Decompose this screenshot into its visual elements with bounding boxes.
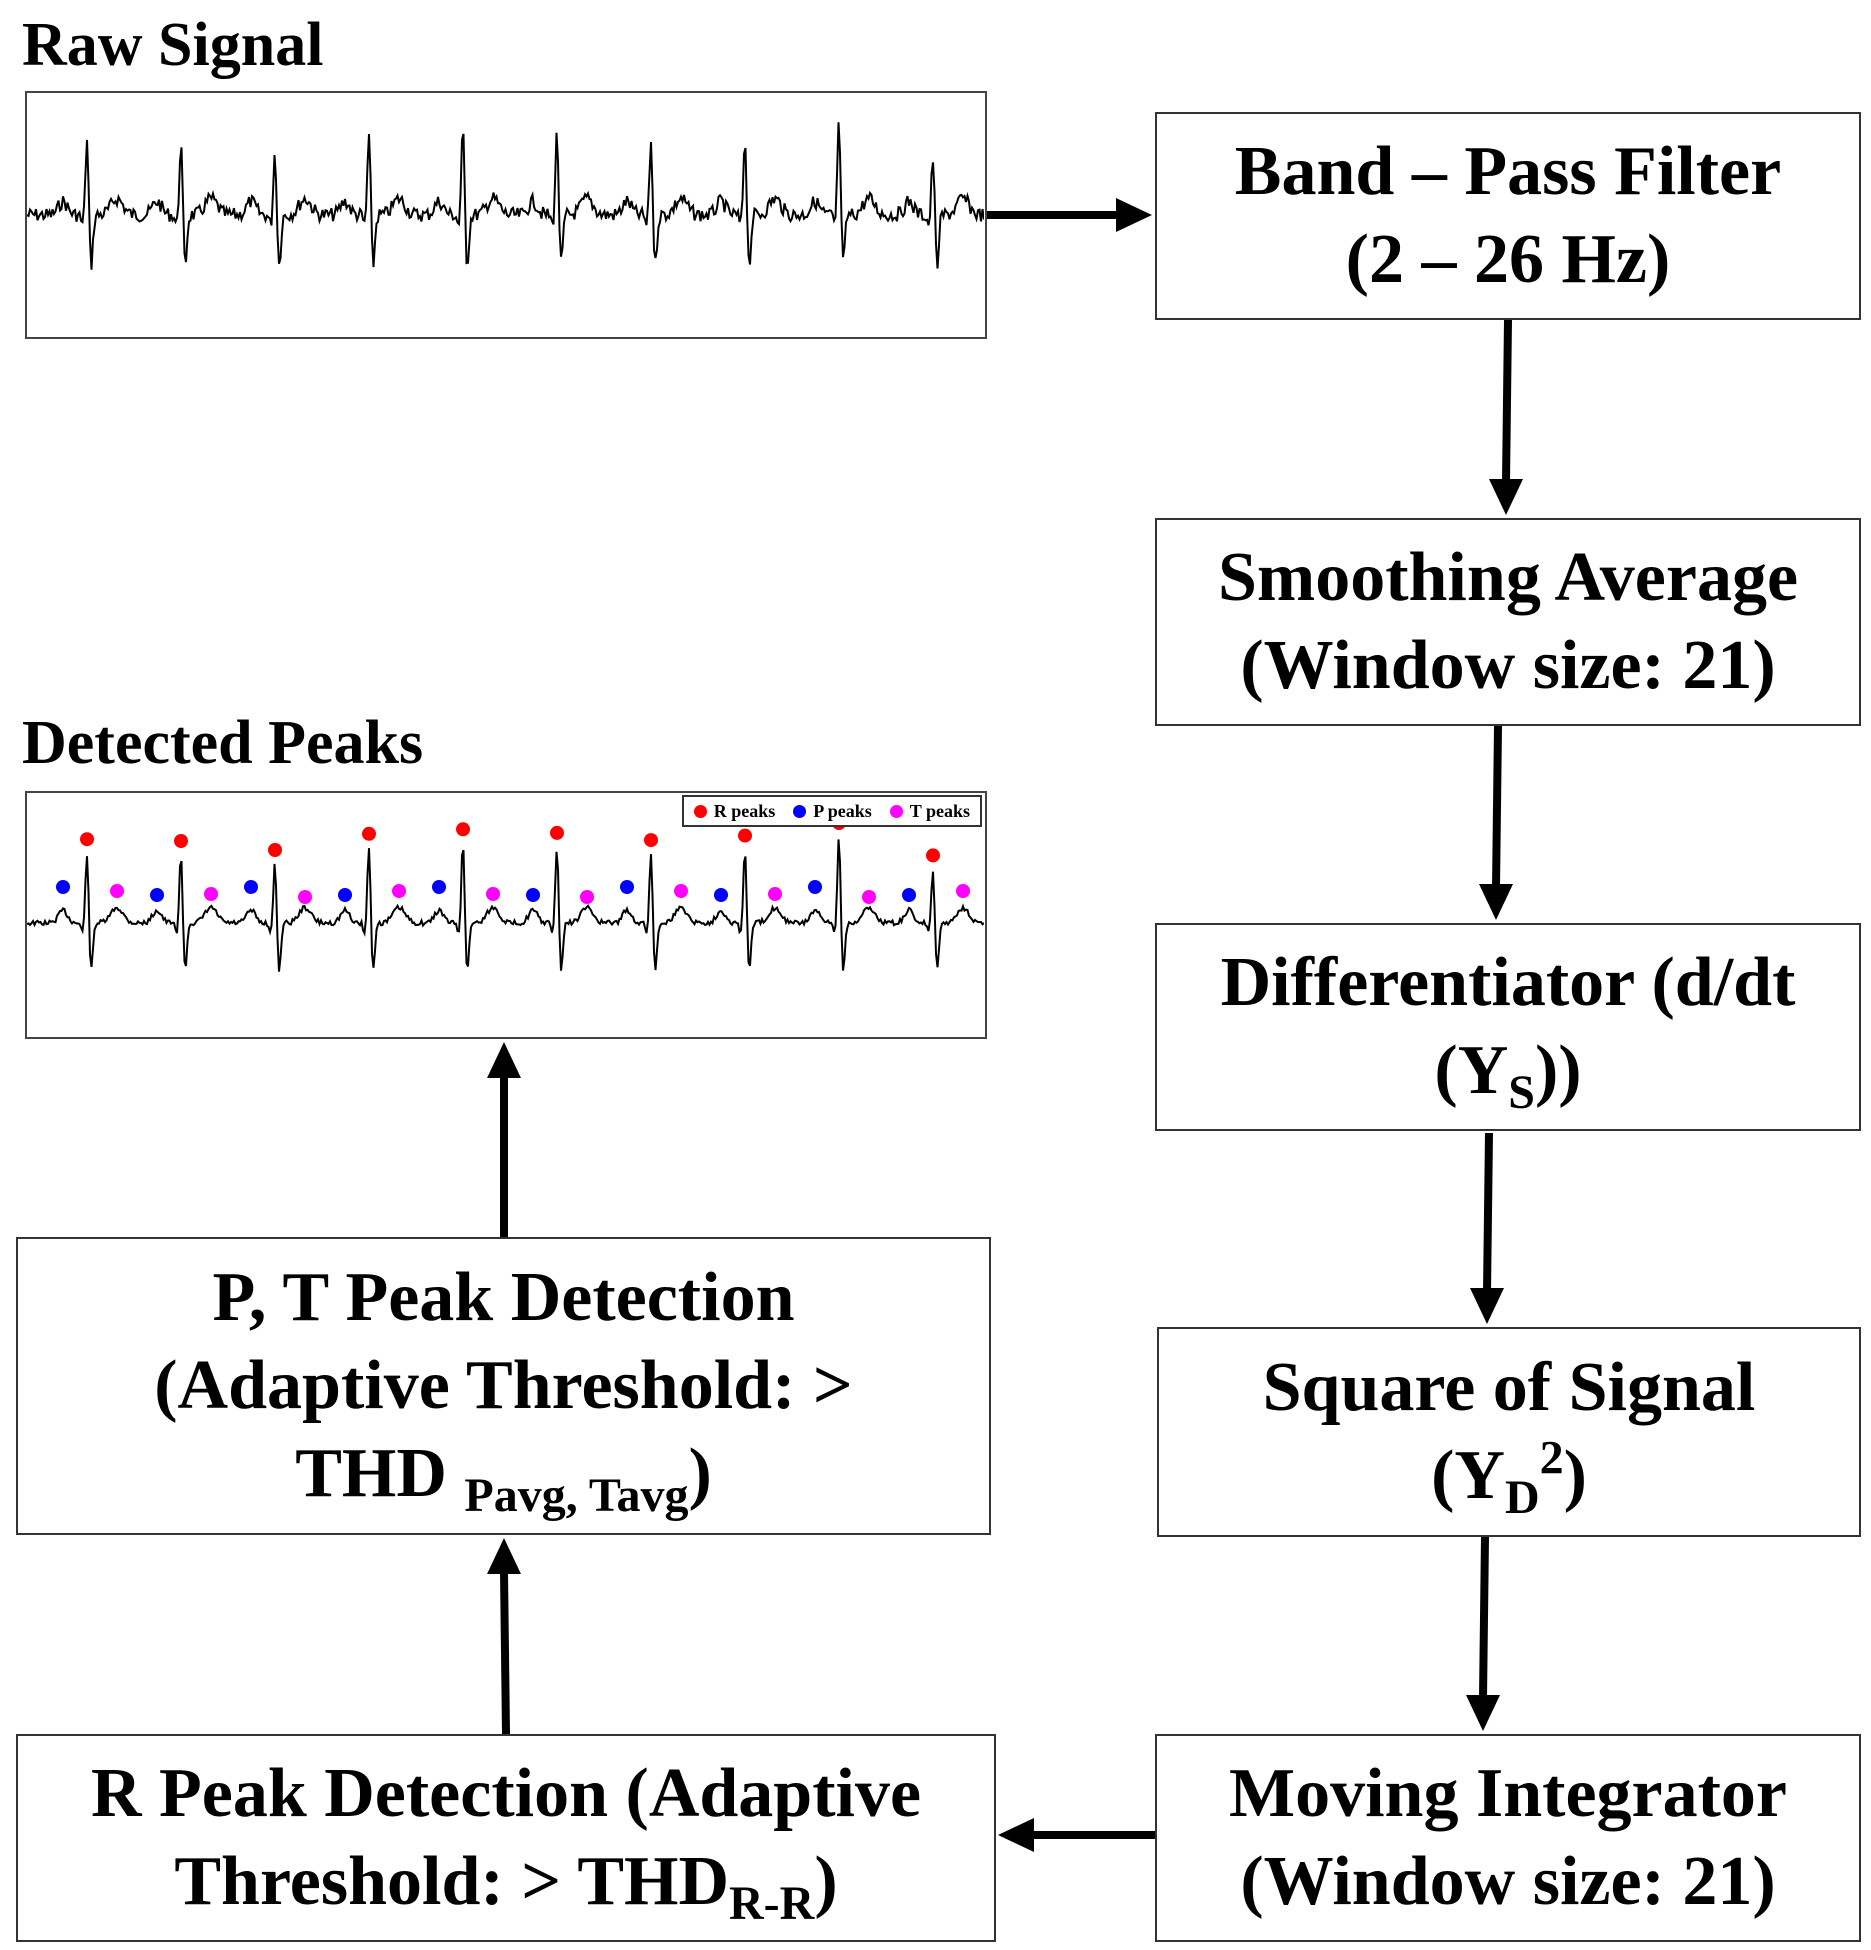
arrow-raw-to-bandpass <box>987 198 1152 232</box>
legend-t-label: T peaks <box>909 800 970 821</box>
legend-p-label: P peaks <box>813 800 872 821</box>
p-peak-marker <box>620 880 634 894</box>
bandpass-filter-box: Band – Pass Filter (2 – 26 Hz) <box>1155 112 1861 320</box>
r-peak-detection-box: R Peak Detection (Adaptive Threshold: > … <box>16 1734 996 1942</box>
legend-r-peaks: R peaks <box>693 800 776 822</box>
t-peak-marker <box>580 890 594 904</box>
p-peak-marker-icon <box>793 804 807 818</box>
p-peak-marker <box>808 880 822 894</box>
filtered-signal-line <box>27 839 984 972</box>
legend-t-peaks: T peaks <box>889 800 970 822</box>
t-peak-marker <box>392 884 406 898</box>
moving-integrator-label: Moving Integrator (Window size: 21) <box>1229 1755 1787 1920</box>
r-peak-marker <box>80 832 94 847</box>
arrow-ptpeak-to-detected <box>487 1042 521 1237</box>
t-peak-marker <box>862 890 876 904</box>
square-of-signal-label: Square of Signal (YD2) <box>1262 1349 1756 1524</box>
t-peak-marker <box>298 890 312 904</box>
p-peak-marker <box>526 888 540 902</box>
p-peak-marker <box>244 880 258 894</box>
p-peak-marker <box>902 888 916 902</box>
arrow-bandpass-to-smoothing <box>1489 319 1523 515</box>
detected-peaks-plot: R peaks P peaks T peaks <box>25 791 987 1039</box>
p-peak-marker <box>432 880 446 894</box>
arrow-integrator-to-rpeak <box>998 1818 1155 1852</box>
r-peak-marker <box>926 848 940 863</box>
differentiator-box: Differentiator (d/dt (YS)) <box>1155 923 1861 1131</box>
p-peak-marker <box>150 888 164 902</box>
raw-signal-line <box>27 122 984 270</box>
t-peak-marker <box>486 887 500 901</box>
differentiator-label: Differentiator (d/dt (YS)) <box>1220 944 1796 1119</box>
raw-signal-waveform <box>27 122 984 270</box>
t-peak-marker <box>956 884 970 898</box>
r-peak-marker <box>738 828 752 843</box>
arrow-smoothing-to-differentiator <box>1479 725 1513 920</box>
raw-signal-plot <box>25 91 987 339</box>
smoothing-average-label: Smoothing Average (Window size: 21) <box>1217 539 1799 704</box>
pt-peak-detection-box: P, T Peak Detection (Adaptive Threshold:… <box>16 1237 991 1535</box>
t-peak-marker <box>204 887 218 901</box>
r-peak-marker <box>174 834 188 848</box>
p-peak-marker <box>714 888 728 902</box>
legend-p-peaks: P peaks <box>793 801 872 822</box>
bandpass-filter-label: Band – Pass Filter (2 – 26 Hz) <box>1234 133 1782 298</box>
moving-integrator-box: Moving Integrator (Window size: 21) <box>1155 1734 1861 1942</box>
r-peak-detection-label: R Peak Detection (Adaptive Threshold: > … <box>90 1755 922 1930</box>
r-peak-marker <box>550 825 564 840</box>
r-peak-marker <box>644 833 658 848</box>
arrow-rpeak-to-ptpeak <box>487 1538 521 1735</box>
square-of-signal-box: Square of Signal (YD2) <box>1157 1327 1861 1537</box>
r-peak-marker <box>456 822 470 837</box>
p-peak-marker <box>338 888 352 902</box>
smoothing-average-box: Smoothing Average (Window size: 21) <box>1155 518 1861 726</box>
r-peak-marker-icon <box>693 804 707 818</box>
r-peak-marker <box>362 826 376 841</box>
legend-r-label: R peaks <box>713 800 776 821</box>
t-peak-marker <box>674 884 688 898</box>
arrow-square-to-integrator <box>1466 1536 1500 1731</box>
pt-peak-detection-label: P, T Peak Detection (Adaptive Threshold:… <box>154 1259 853 1522</box>
raw-signal-title: Raw Signal <box>22 11 324 79</box>
peaks-legend: R peaks P peaks T peaks <box>681 795 982 827</box>
t-peak-marker-icon <box>889 804 903 818</box>
detected-peaks-title: Detected Peaks <box>22 709 424 777</box>
arrow-differentiator-to-square <box>1470 1132 1504 1324</box>
t-peak-marker <box>768 887 782 901</box>
r-peak-marker <box>268 843 282 857</box>
t-peak-marker <box>110 884 124 898</box>
p-peak-marker <box>56 880 70 894</box>
